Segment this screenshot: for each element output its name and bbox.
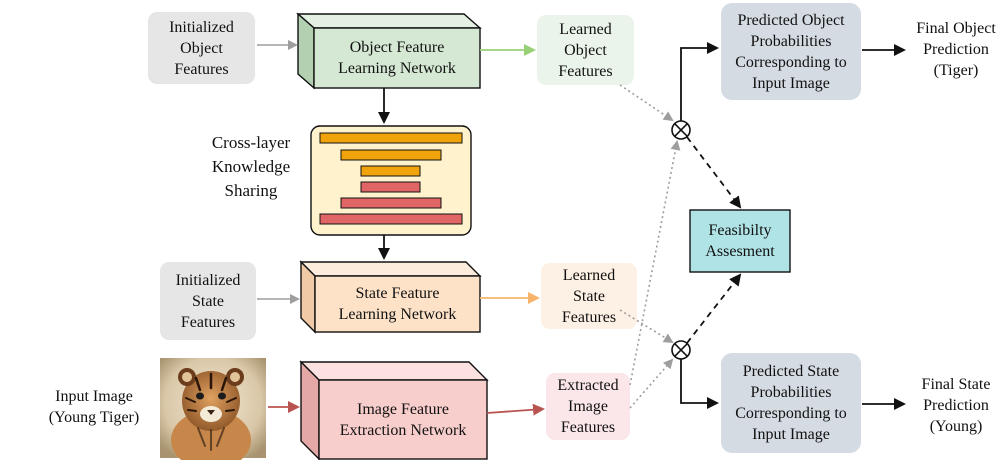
init-object-box xyxy=(148,12,255,84)
knowledge-sharing-box xyxy=(310,125,472,236)
init-state-box xyxy=(160,262,256,340)
dotted-learned-state-combine xyxy=(619,309,674,344)
learned-object-box xyxy=(537,15,634,85)
dashed-combine-bottom-feasibility xyxy=(686,273,742,344)
predicted-state-box xyxy=(721,353,861,453)
feasibility-box xyxy=(689,209,791,273)
combine-operator-bottom xyxy=(671,340,691,360)
learned-state-box xyxy=(541,263,637,329)
dotted-extracted-combine-top xyxy=(629,140,681,386)
combine-operator-top xyxy=(671,120,691,140)
dotted-extracted-combine-bottom xyxy=(629,358,674,409)
image-network-block xyxy=(299,360,489,461)
dashed-combine-top-feasibility xyxy=(686,136,742,209)
bar-1 xyxy=(319,132,463,144)
predicted-object-box xyxy=(721,3,861,100)
tiger-cub-photo xyxy=(160,358,266,465)
object-network-block xyxy=(296,12,482,90)
arrow-image-extracted xyxy=(486,403,545,416)
arrow-combine-predicted-object xyxy=(680,42,719,121)
bar-3 xyxy=(360,165,421,177)
extracted-box xyxy=(546,373,630,440)
state-network-block xyxy=(299,260,482,334)
input-image-label: Input Image(Young Tiger) xyxy=(48,388,140,426)
arrow-combine-predicted-state xyxy=(680,359,719,409)
bar-2 xyxy=(340,149,442,161)
bar-6 xyxy=(319,213,463,225)
bar-4 xyxy=(360,181,421,193)
bar-5 xyxy=(340,197,442,209)
dotted-learned-object-combine xyxy=(619,84,674,122)
